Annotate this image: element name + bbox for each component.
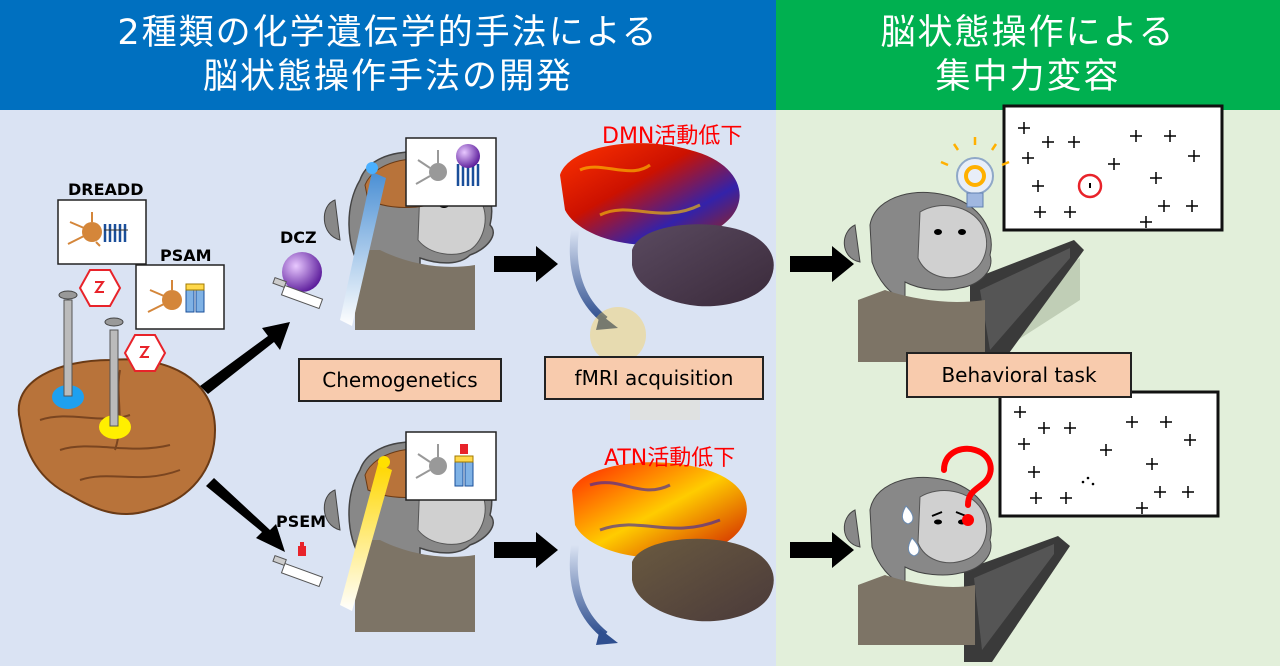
dmn-fmri-brains [560,143,774,330]
psem-beam [340,464,392,611]
dcz-beam [340,172,386,326]
dcz-neuron-card [405,137,497,207]
dmn-target-spot [52,385,84,409]
monkey-brain [17,358,217,516]
right-header-line2: 集中力変容 [935,57,1121,97]
psem-neuron-card [405,431,497,501]
atn-fmri-brains [569,462,774,645]
confused-monkey [843,476,992,645]
focused-monkey [843,191,992,362]
arrow-lower-to-fmri [494,532,558,568]
left-header: 2種類の化学遺伝学的手法による 脳状態操作手法の開発 [0,0,776,110]
dcz-label: DCZ [280,228,317,247]
question-mark-icon [941,445,994,526]
left-header-line2: 脳状態操作手法の開発 [202,57,573,97]
psam-neuron-card [135,264,225,330]
upper-task-screen [970,104,1224,360]
left-header-line1: 2種類の化学遺伝学的手法による [117,13,659,53]
psem-label: PSEM [276,512,327,531]
arrow-to-lower-task [790,532,854,568]
dmn-label: DMN活動低下 [602,124,743,149]
dcz-molecule [282,252,322,292]
psem-syringe [272,554,324,588]
psem-molecule [298,542,306,556]
atn-target-spot [99,415,131,439]
injection-needles [58,290,124,427]
arrow-to-psem [206,478,285,552]
right-header-line1: 脳状態操作による [880,13,1176,53]
lower-task-screen [964,390,1220,662]
virus-hexagon-icon [78,269,167,372]
dreadd-label: DREADD [68,180,144,199]
fmri-acquisition-label: fMRI acquisition [544,356,764,400]
arrow-to-chemogenetics [200,322,290,394]
chemogenetics-label: Chemogenetics [298,358,502,402]
lightbulb-icon [940,137,1010,208]
behavioral-task-label: Behavioral task [906,352,1132,398]
dreadd-neuron-card [57,199,147,265]
arrow-to-upper-task [790,246,854,282]
right-header: 脳状態操作による 集中力変容 [776,0,1280,110]
psam-label: PSAM [160,246,212,265]
faded-lightbulb-icon [590,307,700,420]
atn-label: ATN活動低下 [604,446,736,471]
dcz-syringe [272,276,324,310]
arrow-upper-to-fmri [494,246,558,282]
